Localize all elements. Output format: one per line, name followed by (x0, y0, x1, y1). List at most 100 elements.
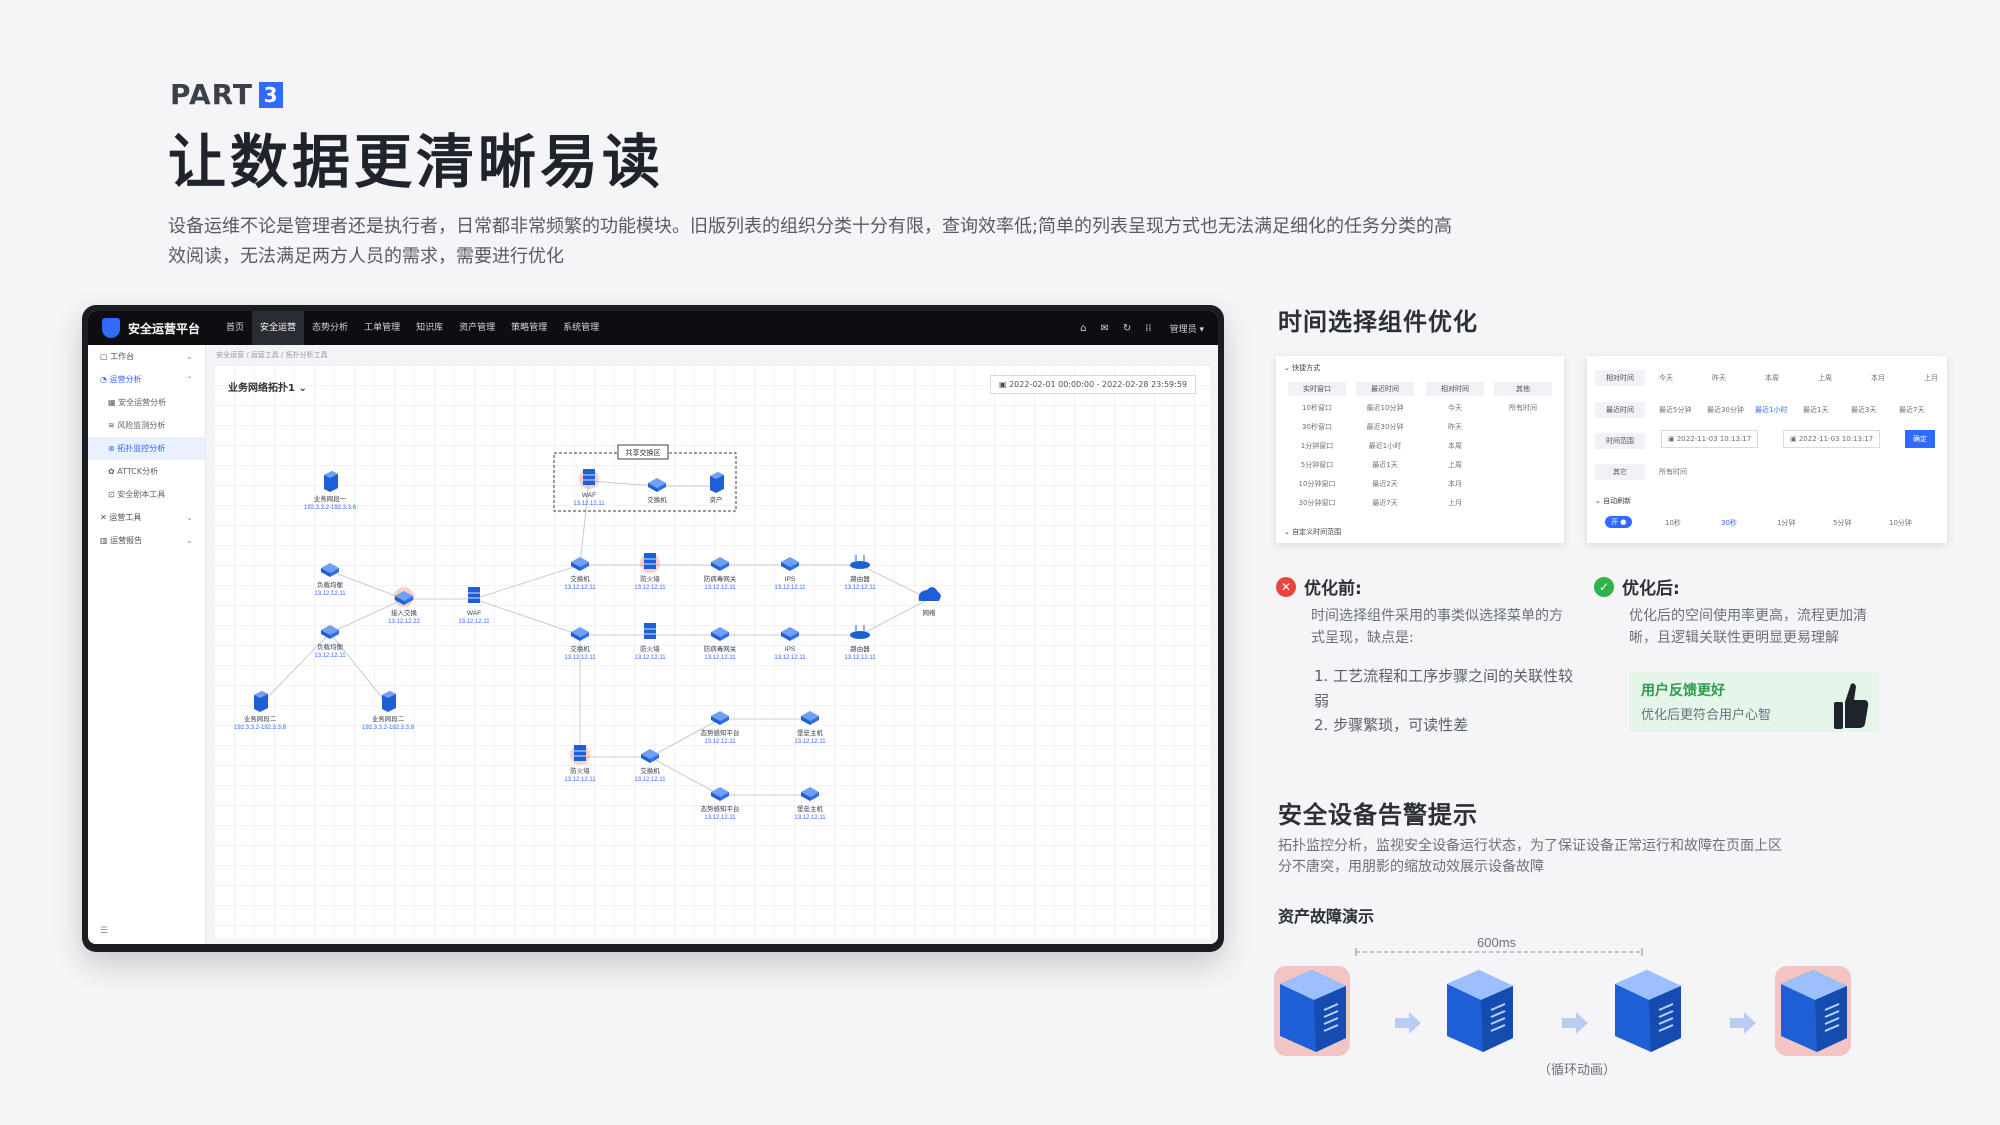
before-option[interactable]: 上周 (1448, 461, 1462, 469)
before-option[interactable]: 10分钟窗口 (1298, 480, 1336, 488)
nav-item-system[interactable]: 系统管理 (563, 323, 600, 333)
before-option[interactable]: 30秒窗口 (1302, 423, 1332, 431)
after-option[interactable]: 最近30分钟 (1707, 406, 1744, 414)
refresh-interval[interactable]: 1分钟 (1777, 519, 1796, 527)
sidebar-item-playbook[interactable]: ⊡ 安全剧本工具 (108, 490, 166, 499)
user-menu[interactable]: 管理员 ▾ (1169, 324, 1204, 335)
date-range-picker[interactable]: ▣ 2022-02-01 00:00:00 - 2022-02-28 23:59… (989, 375, 1196, 394)
sidebar-item-sec-ops-analysis[interactable]: ▦ 安全运营分析 (108, 398, 167, 407)
after-option[interactable]: 最近3天 (1851, 406, 1877, 414)
sidebar-item-risk-monitor[interactable]: ≋ 风险监测分析 (108, 421, 166, 430)
refresh-interval[interactable]: 10分钟 (1889, 519, 1912, 527)
topology-node[interactable]: 网络 (918, 586, 941, 617)
before-option[interactable]: 最近30分钟 (1366, 423, 1404, 431)
before-tab[interactable]: 相对时间 (1426, 382, 1484, 396)
end-date-input[interactable]: ▣ 2022-11-03 10:13:17 (1783, 430, 1881, 448)
auto-refresh-toggle[interactable]: 开 ● (1605, 516, 1633, 528)
after-option[interactable]: 所有时间 (1659, 468, 1687, 476)
after-option[interactable]: 今天 (1659, 374, 1673, 382)
after-option[interactable]: 本周 (1765, 374, 1779, 382)
before-tab[interactable]: 其他 (1494, 382, 1552, 396)
before-option[interactable]: 最近7天 (1372, 499, 1398, 507)
topology-node[interactable]: 交换机 (647, 478, 667, 504)
after-option[interactable]: 本月 (1871, 374, 1885, 382)
nav-item-situation[interactable]: 态势分析 (312, 323, 349, 333)
mail-icon[interactable]: ✉ (1100, 322, 1109, 334)
before-option[interactable]: 本月 (1448, 480, 1462, 488)
sidebar-item-workbench[interactable]: ▢ 工作台⌄ (88, 345, 205, 368)
topology-node[interactable]: 资产 (710, 472, 725, 504)
top-nav: 首页 安全运营 态势分析 工单管理 知识库 资产管理 策略管理 系统管理 (218, 311, 607, 345)
refresh-icon[interactable]: ↻ (1122, 322, 1132, 334)
nav-item-knowledge[interactable]: 知识库 (416, 323, 444, 333)
after-option[interactable]: 昨天 (1712, 374, 1726, 382)
nav-item-assets[interactable]: 资产管理 (459, 323, 496, 333)
bell-icon[interactable]: ⌂ (1080, 322, 1087, 334)
nav-item-tickets[interactable]: 工单管理 (364, 323, 401, 333)
after-option[interactable]: 上周 (1818, 374, 1832, 382)
before-option[interactable]: 最近1天 (1372, 461, 1398, 469)
after-option[interactable]: 最近7天 (1899, 406, 1925, 414)
after-option[interactable]: 最近5分钟 (1659, 406, 1692, 414)
start-date-input[interactable]: ▣ 2022-11-03 10:13:17 (1661, 430, 1759, 448)
refresh-interval[interactable]: 10秒 (1665, 519, 1681, 527)
sidebar-item-topology[interactable]: ⊛ 拓扑监控分析 (88, 437, 205, 460)
before-option[interactable]: 今天 (1448, 404, 1462, 412)
after-option[interactable]: 最近1天 (1803, 406, 1829, 414)
before-option[interactable]: 10秒窗口 (1302, 404, 1332, 412)
topology-canvas[interactable]: 共享交换区业务网段一192.3.3.2-192.3.3.8负载均衡13.12.1… (214, 365, 1214, 925)
grid-icon[interactable]: ⁞⁞ (1145, 322, 1152, 334)
before-card-footer[interactable]: ⌄ 自定义时间范围 (1284, 528, 1342, 536)
before-option[interactable]: 1分钟窗口 (1300, 442, 1334, 450)
nav-item-security-ops[interactable]: 安全运营 (252, 311, 305, 345)
confirm-button[interactable]: 确定 (1905, 430, 1935, 448)
sidebar-item-ops-analysis[interactable]: ◔ 运营分析⌃ (88, 368, 205, 391)
before-option[interactable]: 5分钟窗口 (1300, 461, 1334, 469)
before-option[interactable]: 昨天 (1448, 423, 1462, 431)
nav-item-policy[interactable]: 策略管理 (511, 323, 548, 333)
refresh-interval[interactable]: 5分钟 (1833, 519, 1852, 527)
after-option[interactable]: 上月 (1924, 374, 1938, 382)
before-option[interactable]: 最近1小时 (1368, 442, 1402, 450)
sidebar-item-ops-report[interactable]: ▥ 运营报告⌄ (88, 529, 205, 552)
before-option[interactable]: 所有时间 (1509, 404, 1537, 412)
before-option[interactable]: 上月 (1448, 499, 1462, 507)
topology-select[interactable]: 业务网络拓扑1 ⌄ (228, 383, 307, 394)
before-option[interactable]: 本周 (1448, 442, 1462, 450)
before-tab[interactable]: 实时窗口 (1288, 382, 1346, 396)
sidebar-item-ops-tools[interactable]: ✕ 运营工具⌄ (88, 506, 205, 529)
nav-item-home[interactable]: 首页 (226, 323, 245, 333)
before-tab[interactable]: 最近时间 (1356, 382, 1414, 396)
sidebar-item-attck[interactable]: ✿ ATTCK分析 (108, 467, 159, 476)
before-option[interactable]: 30分钟窗口 (1298, 499, 1336, 507)
collapse-icon[interactable]: ☰ (100, 926, 109, 936)
before-option[interactable]: 最近2天 (1372, 480, 1398, 488)
before-option[interactable]: 最近10分钟 (1366, 404, 1404, 412)
refresh-interval[interactable]: 30秒 (1721, 519, 1737, 527)
after-option[interactable]: 最近1小时 (1755, 406, 1788, 414)
